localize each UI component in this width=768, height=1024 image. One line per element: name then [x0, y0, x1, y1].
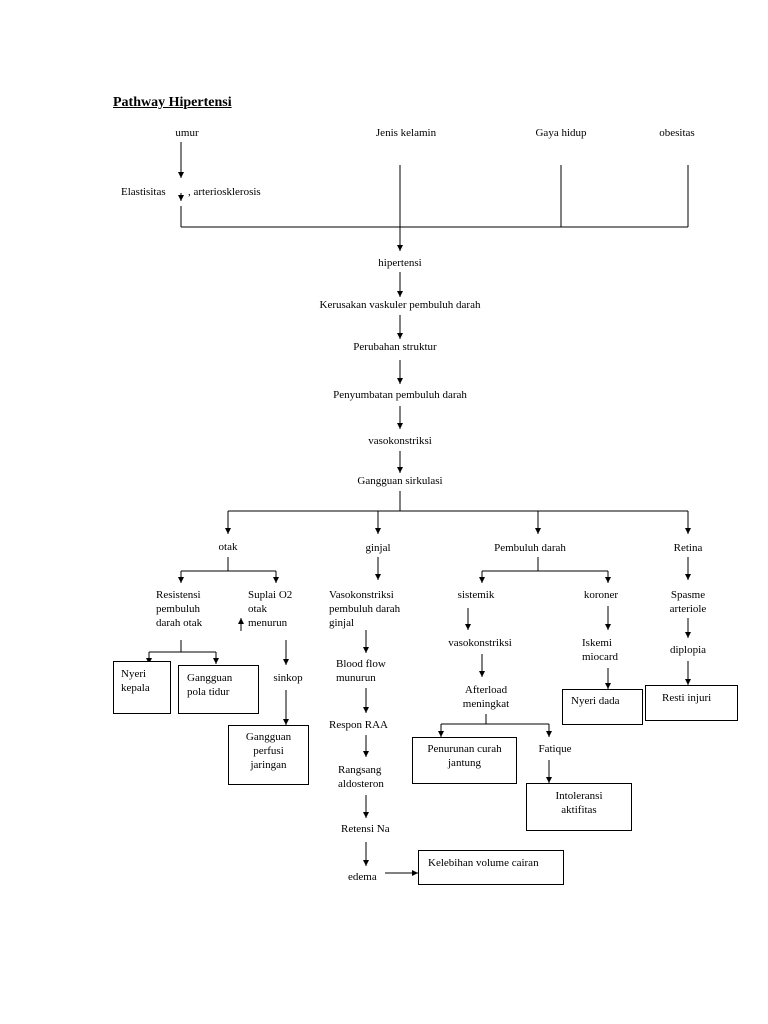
cause-jenis-kelamin: Jenis kelamin — [375, 127, 437, 139]
box-penurunan-curah-jantung: Penurunan curah jantung — [412, 737, 517, 784]
node-sinkop: sinkop — [273, 672, 303, 684]
node-sistemik: sistemik — [457, 589, 495, 601]
node-koroner: koroner — [583, 589, 619, 601]
branch-retina: Retina — [673, 542, 703, 554]
node-spasme-arteriole: Spasme arteriole — [669, 589, 707, 615]
node-vasokonstriksi-ginjal: Vasokonstriksi pembuluh darah ginjal — [329, 589, 401, 629]
cause-umur: umur — [175, 127, 199, 139]
page-title: Pathway Hipertensi — [113, 95, 232, 110]
node-retensi-na: Retensi Na — [341, 823, 390, 835]
box-kelebihan-volume: Kelebihan volume cairan — [418, 850, 564, 885]
cause-gaya-hidup: Gaya hidup — [535, 127, 587, 139]
node-suplai-o2: Suplai O2 otak menurun — [248, 589, 293, 629]
node-hipertensi: hipertensi — [378, 257, 422, 269]
node-resistensi: Resistensi pembuluh darah otak — [156, 589, 203, 629]
box-nyeri-dada: Nyeri dada — [562, 689, 643, 725]
label-arteriosklerosis: , arteriosklerosis — [188, 186, 261, 198]
node-blood-flow: Blood flow munurun — [336, 658, 386, 684]
node-respon-raa: Respon RAA — [329, 719, 388, 731]
node-afterload: Afterload meningkat — [462, 684, 510, 710]
node-iskemi-miocard: Iskemi miocard — [582, 637, 619, 663]
node-vasokonstriksi-sistemik: vasokonstriksi — [448, 637, 512, 649]
branch-pembuluh-darah: Pembuluh darah — [494, 542, 566, 554]
box-intoleransi-aktifitas: Intoleransi aktifitas — [526, 783, 632, 831]
label-elastisitas: Elastisitas — [121, 186, 166, 198]
cause-obesitas: obesitas — [659, 127, 695, 139]
branch-ginjal: ginjal — [365, 542, 391, 554]
box-gangguan-pola-tidur: Gangguan pola tidur — [178, 665, 259, 714]
node-kerusakan-vaskuler: Kerusakan vaskuler pembuluh darah — [319, 299, 481, 311]
node-diplopia: diplopia — [669, 644, 707, 656]
node-edema: edema — [348, 871, 377, 883]
box-resti-injuri: Resti injuri — [645, 685, 738, 721]
box-nyeri-kepala: Nyeri kepala — [113, 661, 171, 714]
node-rangsang-aldosteron: Rangsang aldosteron — [338, 764, 384, 790]
node-perubahan-struktur: Perubahan struktur — [353, 341, 437, 353]
node-vasokonstriksi: vasokonstriksi — [368, 435, 432, 447]
branch-otak: otak — [218, 541, 238, 553]
node-gangguan-sirkulasi: Gangguan sirkulasi — [357, 475, 443, 487]
box-gangguan-perfusi: Gangguan perfusi jaringan — [228, 725, 309, 785]
node-fatique: Fatique — [538, 743, 572, 755]
node-penyumbatan: Penyumbatan pembuluh darah — [333, 389, 467, 401]
